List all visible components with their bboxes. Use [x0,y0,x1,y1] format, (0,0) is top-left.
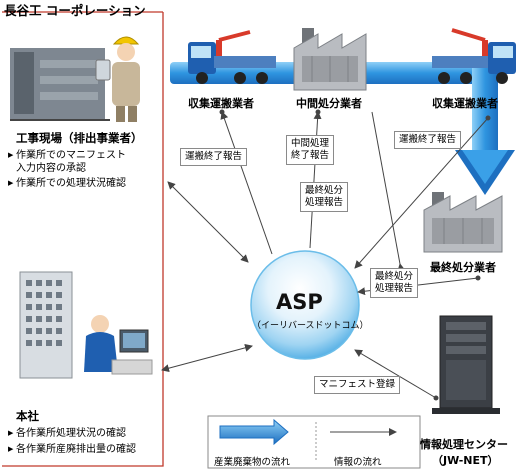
worker-icon [112,36,140,122]
headoffice-title: 本社 [16,409,39,423]
jwnet-label-line1: 情報処理センター [420,438,508,451]
report-final-2: 最終処分処理報告 [370,268,419,298]
report-transport-left: 運搬終了報告 [180,148,248,166]
collector-left-label: 収集運搬業者 [188,97,254,110]
office-worker-icon [84,315,153,375]
company-frame [2,12,164,467]
worksite-bullet-1b: 入力内容の承認 [16,163,86,174]
worksite-title: 工事現場（排出事業者） [16,131,143,145]
worksite-bullet-2: ▶作業所での処理状況確認 [8,178,126,189]
construction-site-icon [10,48,111,121]
asp-sphere [250,250,360,360]
asp-subtitle: （イーリバースドットコム） [252,321,369,331]
final-disposal-label: 最終処分業者 [430,261,496,274]
company-title: 長谷工 コーポレーション [4,3,146,18]
worksite-bullet-1: ▶作業所でのマニフェスト [8,150,126,161]
final-factory-icon [423,192,503,253]
collector-right-label: 収集運搬業者 [432,97,498,110]
legend-info-label: 情報の流れ [334,457,382,468]
office-building-icon [19,271,73,379]
legend-waste-arrow [219,418,289,446]
report-transport-right: 運搬終了報告 [394,131,462,149]
intermediate-label: 中間処分業者 [296,97,362,110]
truck-left-icon [188,30,276,84]
intermediate-factory-icon [293,28,367,91]
truck-right-icon [432,28,516,84]
legend-box [207,415,421,469]
jwnet-label-line2: （JW-NET） [432,454,499,467]
legend-waste-label: 産業廃棄物の流れ [214,457,291,468]
headoffice-bullet-1: ▶各作業所処理状況の確認 [8,428,126,439]
report-intermediate: 中間処理終了報告 [286,135,335,165]
asp-title: ASP [276,290,323,314]
report-final-1: 最終処分処理報告 [300,182,349,212]
report-manifest-register: マニフェスト登録 [314,376,401,394]
server-icon [432,315,500,414]
headoffice-bullet-2: ▶各作業所産廃排出量の確認 [8,444,136,455]
